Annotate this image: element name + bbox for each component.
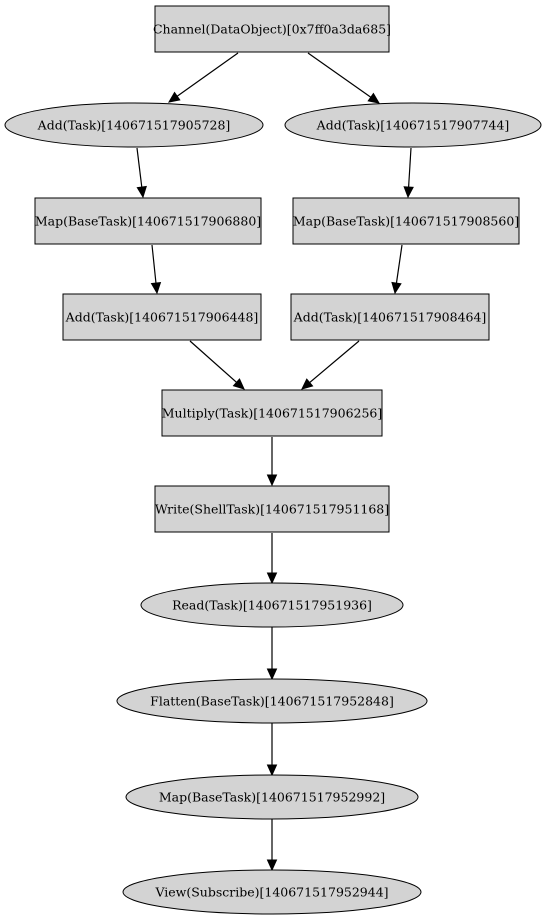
node-map3: Map(BaseTask)[140671517952992] — [125, 774, 419, 820]
node-flatten: Flatten(BaseTask)[140671517952848] — [116, 678, 428, 724]
edge-map3-to-view — [266, 819, 278, 872]
edge-add1-to-map1 — [136, 147, 147, 199]
edges-layer — [136, 52, 414, 872]
edge-line — [408, 147, 412, 188]
node-write: Write(ShellTask)[140671517951168] — [154, 485, 390, 533]
edge-channel-to-add1 — [168, 52, 239, 103]
edge-read-to-flatten — [266, 627, 278, 681]
node-channel: Channel(DataObject)[0x7ff0a3da685] — [153, 5, 391, 53]
edge-write-to-read — [266, 533, 278, 585]
node-add1: Add(Task)[140671517905728] — [4, 102, 264, 148]
node-add3: Add(Task)[140671517906448] — [62, 293, 262, 341]
node-label: Add(Task)[140671517908464] — [293, 310, 487, 325]
node-ellipse — [122, 869, 422, 915]
node-label: Add(Task)[140671517906448] — [65, 310, 259, 325]
edge-add3-to-multiply — [189, 340, 245, 390]
edge-line — [307, 52, 372, 98]
node-ellipse — [116, 678, 428, 724]
arrowhead-icon — [232, 378, 245, 390]
node-label: Map(BaseTask)[140671517952992] — [159, 790, 385, 805]
arrowhead-icon — [266, 859, 278, 872]
nodes-layer: Channel(DataObject)[0x7ff0a3da685] Add(Ta… — [4, 5, 542, 915]
arrowhead-icon — [391, 281, 402, 295]
node-map1: Map(BaseTask)[140671517906880] — [34, 197, 262, 245]
node-ellipse — [284, 102, 542, 148]
node-label: Read(Task)[140671517951936] — [172, 598, 372, 613]
arrowhead-icon — [168, 91, 181, 103]
edge-add2-to-map2 — [403, 147, 414, 199]
edge-flatten-to-map3 — [266, 723, 278, 777]
arrowhead-icon — [150, 282, 162, 295]
node-add2: Add(Task)[140671517907744] — [284, 102, 542, 148]
node-box — [154, 485, 390, 533]
node-box — [62, 293, 262, 341]
node-label: Multiply(Task)[140671517906256] — [162, 406, 383, 421]
node-box — [161, 389, 383, 437]
edge-line — [309, 340, 360, 384]
edge-map2-to-add4 — [391, 244, 403, 295]
edge-multiply-to-write — [266, 437, 278, 487]
arrowhead-icon — [266, 572, 278, 585]
arrowhead-icon — [367, 92, 380, 104]
arrowhead-icon — [136, 185, 147, 199]
edge-channel-to-add2 — [307, 52, 380, 104]
node-view: View(Subscribe)[140671517952944] — [122, 869, 422, 915]
edge-add4-to-multiply — [301, 340, 360, 390]
node-ellipse — [140, 582, 404, 628]
arrowhead-icon — [301, 378, 314, 390]
node-box — [292, 197, 520, 245]
node-label: Add(Task)[140671517905728] — [37, 118, 231, 133]
node-ellipse — [4, 102, 264, 148]
node-box — [290, 293, 490, 341]
node-label: Add(Task)[140671517907744] — [316, 118, 510, 133]
node-label: Map(BaseTask)[140671517908560] — [293, 214, 519, 229]
edge-line — [151, 244, 157, 284]
node-add4: Add(Task)[140671517908464] — [290, 293, 490, 341]
edge-map1-to-add3 — [150, 244, 162, 295]
node-label: Map(BaseTask)[140671517906880] — [35, 214, 261, 229]
arrowhead-icon — [266, 764, 278, 777]
edge-line — [176, 52, 239, 97]
node-label: View(Subscribe)[140671517952944] — [154, 885, 388, 900]
edge-line — [395, 244, 403, 284]
node-label: Write(ShellTask)[140671517951168] — [155, 502, 389, 517]
arrowhead-icon — [403, 186, 414, 199]
node-label: Flatten(BaseTask)[140671517952848] — [150, 694, 394, 709]
node-multiply: Multiply(Task)[140671517906256] — [161, 389, 383, 437]
node-box — [34, 197, 262, 245]
node-read: Read(Task)[140671517951936] — [140, 582, 404, 628]
edge-line — [136, 147, 143, 188]
node-ellipse — [125, 774, 419, 820]
edge-line — [189, 340, 237, 383]
arrowhead-icon — [266, 668, 278, 681]
arrowhead-icon — [266, 474, 278, 487]
node-map2: Map(BaseTask)[140671517908560] — [292, 197, 520, 245]
node-box — [154, 5, 390, 53]
node-label: Channel(DataObject)[0x7ff0a3da685] — [153, 22, 391, 37]
